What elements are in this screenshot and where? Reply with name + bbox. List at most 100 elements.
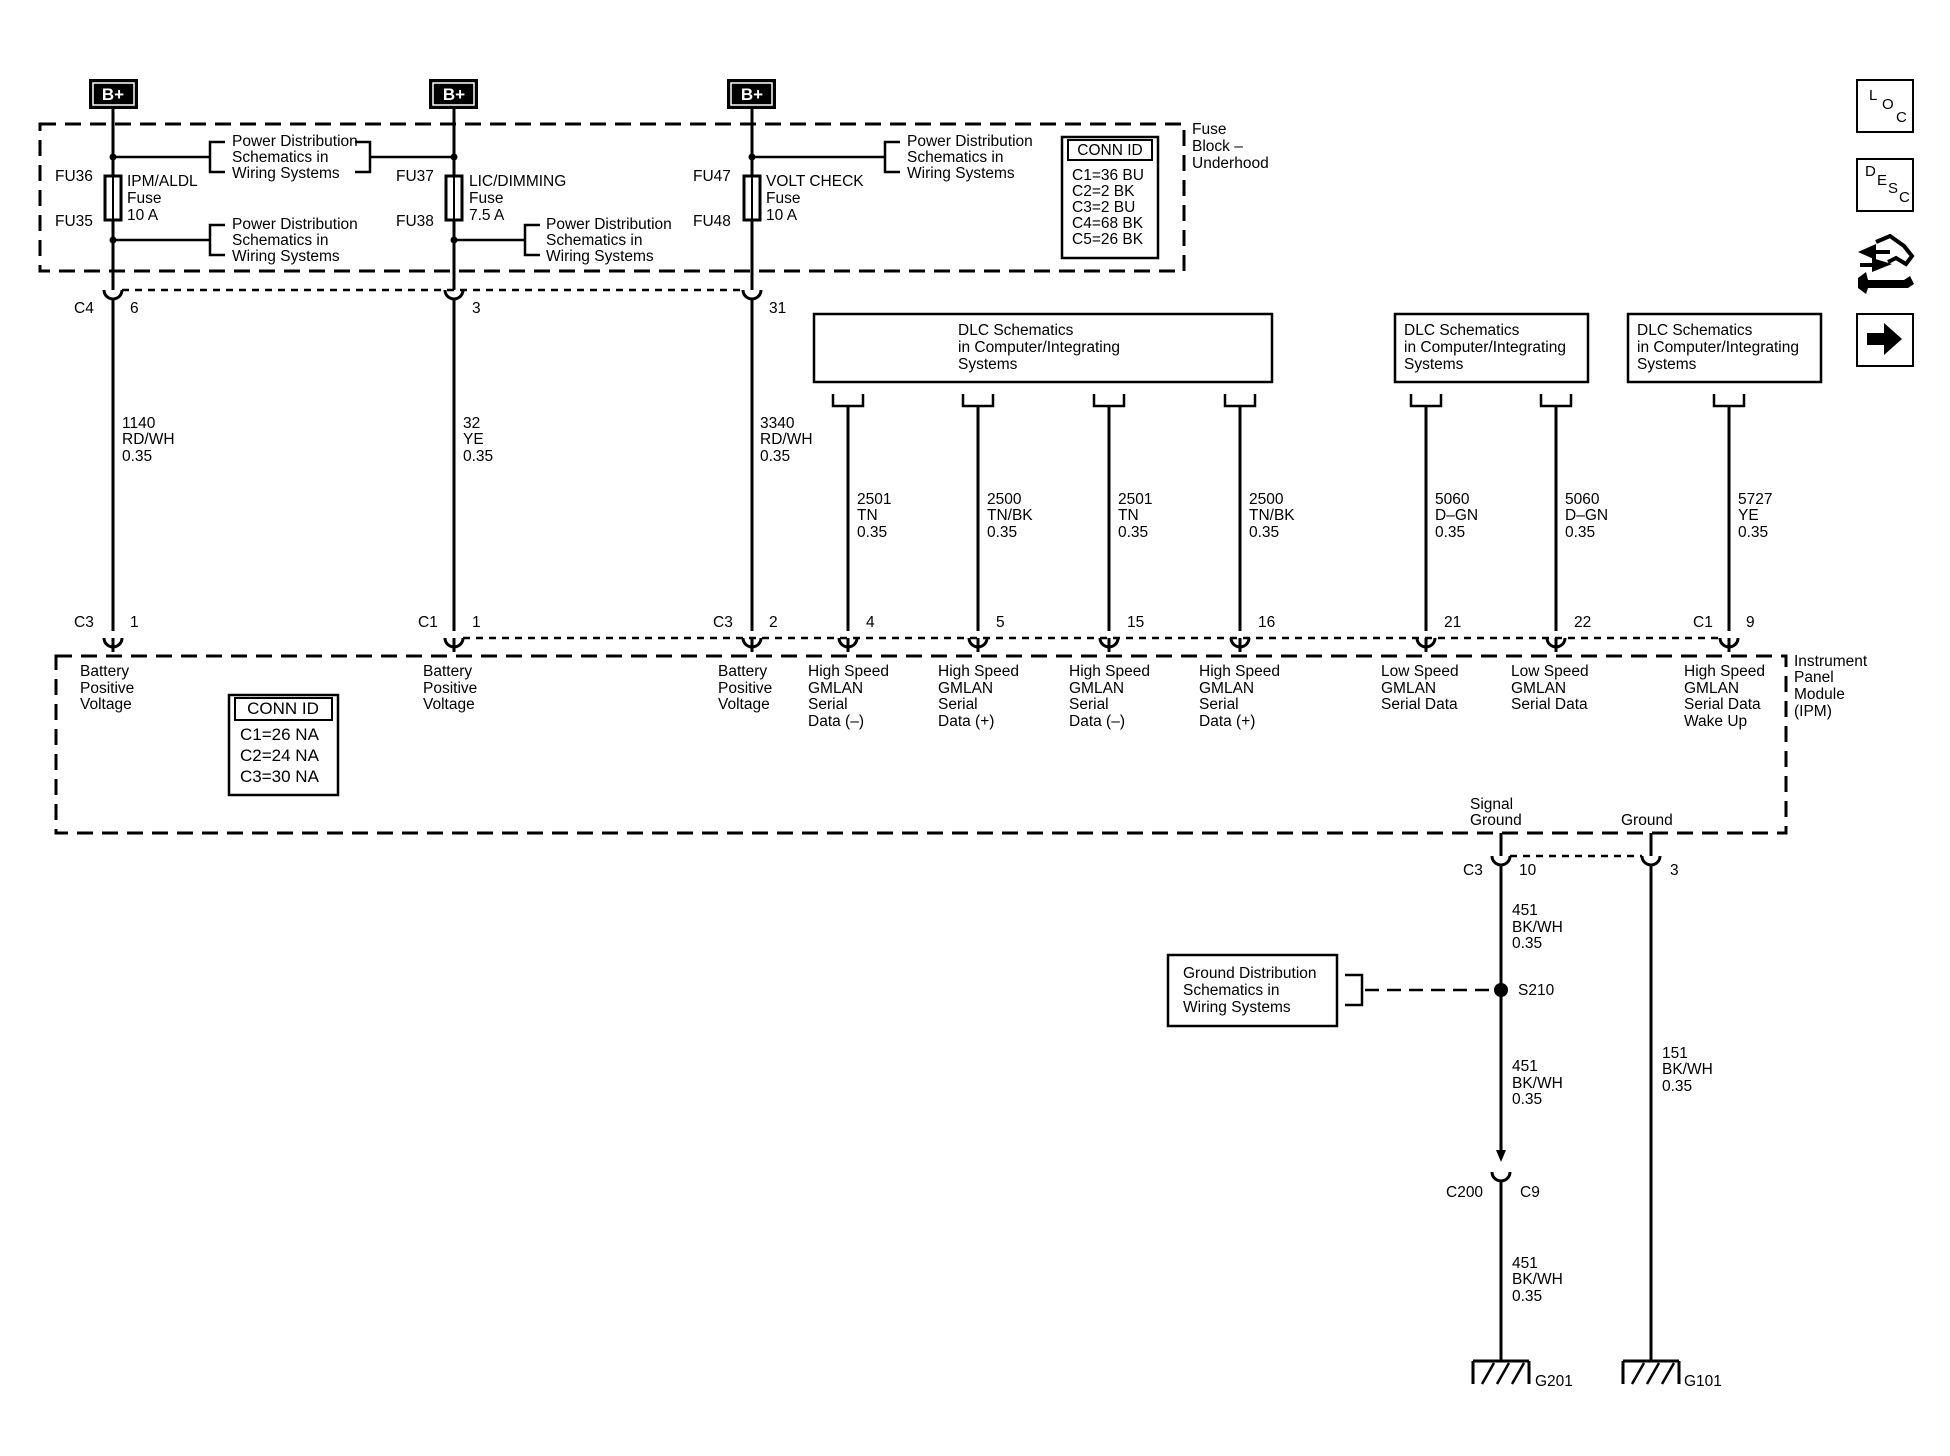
svg-text:D–GN: D–GN — [1565, 507, 1608, 524]
power-distribution-ref-2[interactable]: Power Distribution Schematics in Wiring … — [232, 216, 358, 265]
svg-text:Wiring Systems: Wiring Systems — [907, 165, 1015, 182]
svg-text:FU48: FU48 — [693, 213, 731, 230]
battery-supply-2: B+ — [429, 79, 478, 109]
svg-text:0.35: 0.35 — [122, 448, 152, 465]
svg-text:Low Speed: Low Speed — [1511, 663, 1589, 680]
svg-text:Ground Distribution: Ground Distribution — [1183, 965, 1317, 982]
svg-text:1140: 1140 — [122, 415, 156, 432]
svg-text:Power Distribution: Power Distribution — [232, 216, 358, 233]
svg-text:Wiring Systems: Wiring Systems — [232, 248, 340, 265]
svg-text:0.35: 0.35 — [463, 448, 493, 465]
loc-button-icon[interactable]: L O C — [1856, 79, 1914, 133]
svg-text:Data (+): Data (+) — [938, 713, 994, 730]
svg-text:Signal: Signal — [1470, 796, 1513, 813]
svg-text:BK/WH: BK/WH — [1512, 1271, 1563, 1288]
svg-text:Fuse: Fuse — [1192, 121, 1226, 138]
svg-text:Systems: Systems — [958, 356, 1018, 373]
svg-text:CONN ID: CONN ID — [247, 699, 319, 718]
svg-text:15: 15 — [1127, 614, 1144, 631]
svg-text:0.35: 0.35 — [1435, 524, 1465, 541]
svg-text:Serial Data: Serial Data — [1684, 696, 1761, 713]
wire-label-5060-b: 5060 D–GN 0.35 — [1565, 491, 1608, 541]
svg-text:22: 22 — [1574, 614, 1591, 631]
svg-text:TN/BK: TN/BK — [1249, 507, 1295, 524]
svg-text:CONN ID: CONN ID — [1077, 142, 1142, 159]
dlc-ref-box-wake-up[interactable]: DLC Schematics in Computer/Integrating S… — [1626, 312, 1823, 384]
svg-text:C2=2 BK: C2=2 BK — [1072, 183, 1135, 200]
desc-letter-e: E — [1877, 172, 1888, 189]
dlc-ref-box-main[interactable]: DLC Schematics in Computer/Integrating S… — [812, 312, 1274, 384]
svg-text:2500: 2500 — [987, 491, 1022, 508]
svg-text:GMLAN: GMLAN — [938, 680, 993, 697]
svg-text:32: 32 — [463, 415, 480, 432]
svg-text:Low Speed: Low Speed — [1381, 663, 1459, 680]
svg-text:C2=24 NA: C2=24 NA — [240, 746, 320, 765]
svg-text:6: 6 — [130, 300, 139, 317]
svg-text:0.35: 0.35 — [1738, 524, 1768, 541]
svg-text:C1: C1 — [418, 614, 438, 631]
svg-text:C1=36 BU: C1=36 BU — [1072, 167, 1144, 184]
svg-text:FU47: FU47 — [693, 168, 731, 185]
wire-label-2500-b: 2500 TN/BK 0.35 — [1249, 491, 1295, 541]
svg-text:Power Distribution: Power Distribution — [546, 216, 672, 233]
svg-text:Power Distribution: Power Distribution — [232, 133, 358, 150]
svg-text:451: 451 — [1512, 1255, 1538, 1272]
svg-text:Serial: Serial — [808, 696, 848, 713]
signal-ground-label: Signal Ground — [1470, 796, 1522, 829]
ipm-conn-id: CONN ID C1=26 NA C2=24 NA C3=30 NA — [227, 693, 340, 797]
dlc-ref-box-low-speed[interactable]: DLC Schematics in Computer/Integrating S… — [1393, 312, 1590, 384]
svg-text:0.35: 0.35 — [1512, 1091, 1542, 1108]
ipm-title: Instrument Panel Module (IPM) — [1794, 653, 1868, 720]
svg-text:in Computer/Integrating: in Computer/Integrating — [1637, 339, 1799, 356]
svg-text:Battery: Battery — [718, 663, 767, 680]
upper-connector-pin31: 31 — [741, 288, 786, 317]
svg-text:Systems: Systems — [1404, 356, 1464, 373]
power-distribution-ref-1[interactable]: Power Distribution Schematics in Wiring … — [232, 133, 358, 182]
loc-letter-l: L — [1869, 87, 1878, 104]
svg-text:C4: C4 — [74, 300, 94, 317]
svg-text:2501: 2501 — [857, 491, 891, 508]
fuse-block-title: Fuse Block – Underhood — [1192, 121, 1269, 172]
wire-label-2501-a: 2501 TN 0.35 — [857, 491, 891, 541]
svg-text:Panel: Panel — [1794, 669, 1834, 686]
svg-text:YE: YE — [1738, 507, 1759, 524]
svg-text:0.35: 0.35 — [1662, 1078, 1692, 1095]
svg-text:C1: C1 — [1693, 614, 1713, 631]
svg-text:S210: S210 — [1518, 982, 1555, 999]
svg-text:451: 451 — [1512, 1058, 1538, 1075]
connector-wrench-icon[interactable] — [1852, 232, 1920, 298]
svg-text:FU37: FU37 — [396, 168, 434, 185]
svg-text:3: 3 — [1670, 862, 1679, 879]
svg-text:4: 4 — [866, 614, 875, 631]
upper-connector-c4: C4 6 — [74, 288, 139, 317]
svg-text:10 A: 10 A — [127, 207, 159, 224]
svg-text:Positive: Positive — [423, 680, 477, 697]
svg-text:Instrument: Instrument — [1794, 653, 1868, 670]
wire-label-451-c: 451 BK/WH 0.35 — [1512, 1255, 1563, 1305]
power-distribution-ref-3[interactable]: Power Distribution Schematics in Wiring … — [546, 216, 672, 265]
svg-text:BK/WH: BK/WH — [1512, 1075, 1563, 1092]
svg-text:Schematics in: Schematics in — [232, 149, 328, 166]
svg-text:5060: 5060 — [1565, 491, 1600, 508]
svg-text:0.35: 0.35 — [1565, 524, 1595, 541]
svg-text:D–GN: D–GN — [1435, 507, 1478, 524]
svg-text:GMLAN: GMLAN — [1069, 680, 1124, 697]
svg-text:G201: G201 — [1535, 1373, 1573, 1390]
svg-text:IPM/ALDL: IPM/ALDL — [127, 173, 198, 190]
svg-text:FU38: FU38 — [396, 213, 434, 230]
svg-text:0.35: 0.35 — [760, 448, 790, 465]
desc-button-icon[interactable]: D E S C — [1856, 158, 1914, 212]
wire-label-451-a: 451 BK/WH 0.35 — [1512, 902, 1563, 952]
ground-distribution-ref[interactable]: Ground Distribution Schematics in Wiring… — [1166, 953, 1339, 1028]
svg-text:LIC/DIMMING: LIC/DIMMING — [469, 173, 566, 190]
ground-g101: G101 — [1621, 1359, 1722, 1390]
svg-text:1: 1 — [472, 614, 481, 631]
next-arrow-icon[interactable] — [1856, 313, 1914, 367]
svg-text:FU35: FU35 — [55, 213, 93, 230]
svg-text:2: 2 — [769, 614, 778, 631]
svg-text:Wiring Systems: Wiring Systems — [232, 165, 340, 182]
power-distribution-ref-4[interactable]: Power Distribution Schematics in Wiring … — [907, 133, 1033, 182]
svg-text:FU36: FU36 — [55, 168, 93, 185]
wire-label-3340: 3340 RD/WH 0.35 — [760, 415, 813, 465]
